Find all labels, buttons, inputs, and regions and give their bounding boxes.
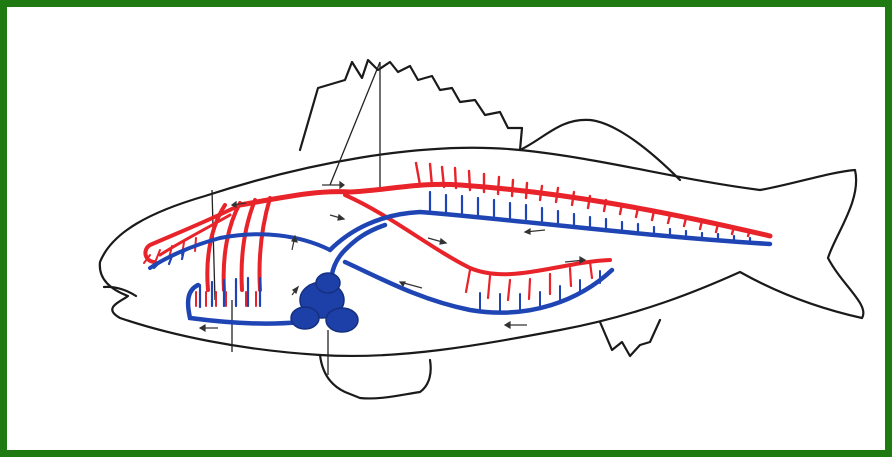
arrow-icon xyxy=(200,325,218,331)
arrow-icon xyxy=(525,229,545,234)
fish-body-outline xyxy=(100,148,864,356)
arrow-icon xyxy=(565,257,585,263)
arrow-icon xyxy=(292,287,298,295)
dorsal-fin xyxy=(300,60,522,150)
arrow-icon xyxy=(322,182,344,188)
gill-arch-4 xyxy=(259,198,270,290)
posterior-cardinal-vein xyxy=(330,212,770,250)
ventral-aorta xyxy=(188,285,300,324)
heart-icon xyxy=(291,273,358,332)
dorsal-aorta xyxy=(240,184,770,236)
gill-arch-3 xyxy=(242,200,255,290)
arrow-icon xyxy=(330,215,344,220)
pelvic-fin xyxy=(320,355,431,398)
second-dorsal-fin xyxy=(520,120,680,180)
arrow-icon xyxy=(505,322,527,328)
anal-fin xyxy=(600,320,660,356)
